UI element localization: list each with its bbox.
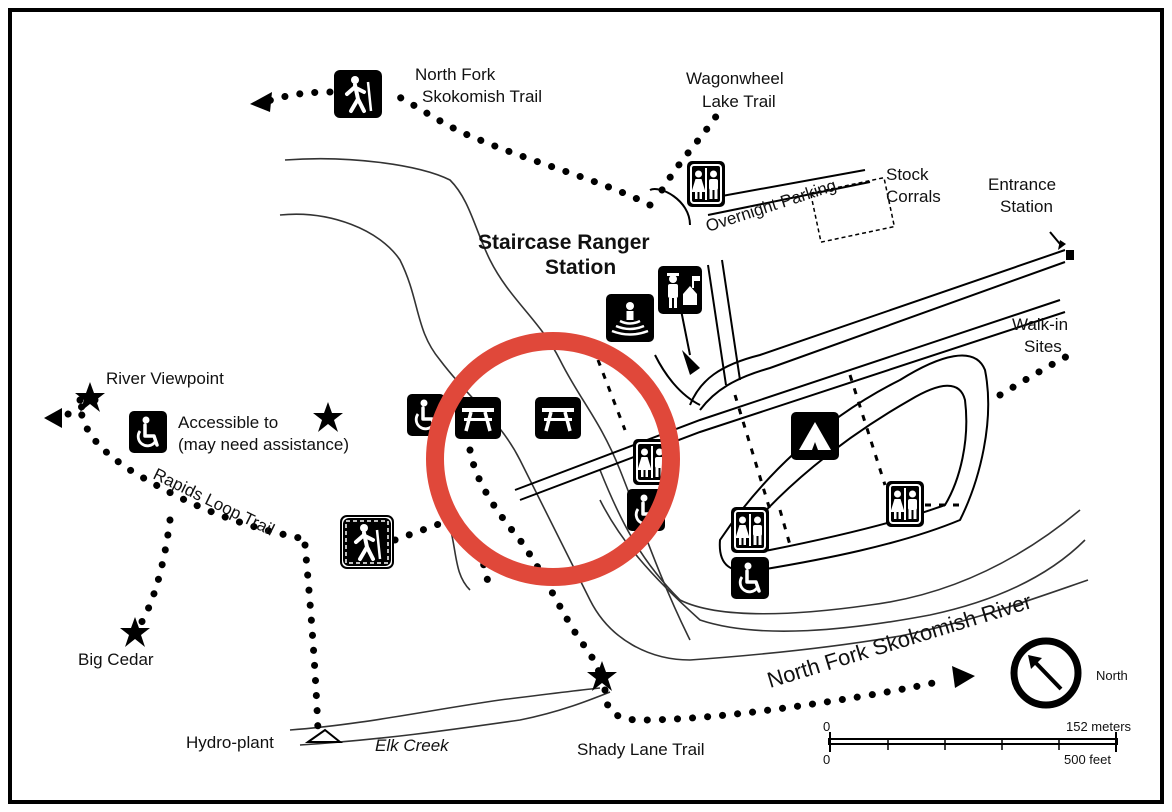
amphitheater-icon [606, 294, 654, 342]
trails [51, 88, 1079, 734]
restroom-icon [886, 481, 924, 527]
big-cedar-label: Big Cedar [78, 650, 154, 669]
ranger-pointer [682, 350, 700, 375]
walk-in-sites-label-1: Walk-in [1012, 315, 1068, 334]
ranger-icon [658, 266, 702, 314]
picnic-table-icon [453, 395, 503, 441]
viewpoint-star-icon [75, 382, 105, 412]
hydro-plant-icon [304, 728, 343, 743]
scale-meters-label: 152 meters [1066, 719, 1132, 734]
river-viewpoint-label: River Viewpoint [106, 369, 224, 388]
accessible-icon [729, 555, 771, 601]
river-label: North Fork Skokomish River [764, 588, 1034, 692]
stock-corrals-label-2: Corrals [886, 187, 941, 206]
accessible-icon [127, 409, 169, 455]
entrance-station-label-2: Station [1000, 197, 1053, 216]
elk-creek-label: Elk Creek [375, 736, 450, 755]
entrance-station-label-1: Entrance [988, 175, 1056, 194]
stock-corrals-label-1: Stock [886, 165, 929, 184]
north-label: North [1096, 668, 1128, 683]
rapids-loop-trail-label: Rapids Loop Trail [150, 465, 277, 540]
accessible-to-label: Accessible to [178, 413, 278, 432]
north-fork-trail-label-1: North Fork [415, 65, 496, 84]
entrance-pointer [1049, 231, 1061, 245]
scale-zero-feet: 0 [823, 752, 830, 767]
trail-arrow-east [952, 666, 975, 688]
wagonwheel-label-1: Wagonwheel [686, 69, 784, 88]
bridge-star-icon [587, 661, 617, 691]
walkways [596, 359, 960, 546]
scale-feet-label: 500 feet [1064, 752, 1111, 767]
entrance-station-marker [1066, 250, 1074, 260]
ranger-station-label-1: Staircase Ranger [478, 231, 650, 254]
ranger-station-label-2: Station [545, 256, 616, 279]
north-fork-trail-label-2: Skokomish Trail [422, 87, 542, 106]
restroom-icon [731, 507, 769, 553]
trail-arrow-northwest [250, 92, 272, 112]
wagonwheel-label-2: Lake Trail [702, 92, 776, 111]
shady-lane-trail-label: Shady Lane Trail [577, 740, 705, 759]
map-border [8, 8, 1164, 804]
walk-in-sites-label-2: Sites [1024, 337, 1062, 356]
trail-arrow-west [44, 408, 62, 428]
river-banks [279, 157, 1089, 746]
restroom-icon [687, 161, 725, 207]
highlight-circle [426, 332, 680, 586]
may-need-assistance-label: (may need assistance) [178, 435, 349, 454]
scale-bar [828, 732, 1118, 752]
hydro-plant-label: Hydro-plant [186, 733, 274, 752]
north-arrow-icon [1010, 637, 1082, 709]
hiker-icon [332, 68, 384, 120]
scale-zero-meters: 0 [823, 719, 830, 734]
hiker-icon [340, 515, 394, 569]
picnic-table-icon [533, 395, 583, 441]
big-cedar-star-icon [120, 617, 150, 647]
campground-icon [791, 412, 839, 460]
accessible-star-icon [313, 402, 343, 432]
